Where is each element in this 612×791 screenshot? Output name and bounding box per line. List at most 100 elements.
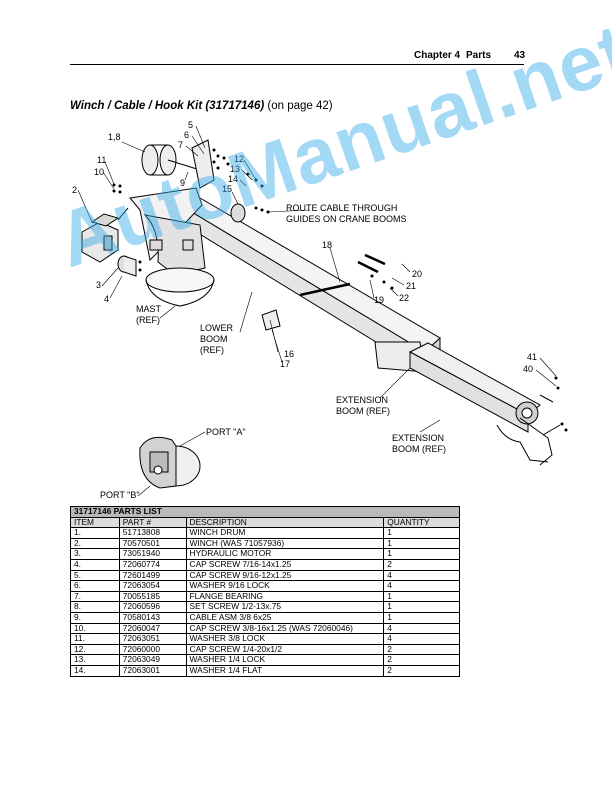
cell-description: WASHER 1/4 LOCK [185,654,385,666]
cell-part: 51713808 [118,527,187,539]
cell-item: 3. [70,548,120,560]
cell-part: 73051940 [118,548,187,560]
cell-quantity: 2 [383,654,460,666]
cell-quantity: 2 [383,664,460,677]
cell-item: 7. [70,590,120,603]
callout-16: 16 [284,349,294,359]
cell-description: WASHER 9/16 LOCK [185,580,385,592]
cell-item: 13. [70,654,120,666]
cell-part: 72060000 [118,643,187,656]
kit-page-ref: (on page 42) [267,100,333,112]
cell-part: 70570501 [118,537,187,550]
cell-part: 70055185 [118,590,187,603]
label-extension-boom-1-line2: BOOM (REF) [336,406,390,416]
label-extension-boom-1-line1: EXTENSION [336,395,388,405]
callout-19: 19 [374,295,384,305]
cell-item: 11. [70,633,120,645]
cell-part: 72060596 [118,601,187,613]
cell-quantity: 1 [383,590,460,603]
cell-description: SET SCREW 1/2-13x.75 [185,601,385,613]
kit-title: Winch / Cable / Hook Kit (31717146) (on … [70,100,333,112]
cell-description: WASHER 3/8 LOCK [185,633,385,645]
cell-quantity: 1 [383,537,460,550]
cell-part: 72601499 [118,569,187,582]
cell-item: 1. [70,527,120,539]
cell-description: HYDRAULIC MOTOR [185,548,385,560]
cell-item: 10. [70,622,120,635]
motor-ports-inset-drawing [139,436,201,489]
callout-40: 40 [523,364,533,374]
sheave-drawing [230,203,246,223]
page-number: 43 [514,50,526,61]
parts-list-table: 31717146 PARTS LIST ITEM PART # DESCRIPT… [70,506,460,677]
cell-part: 72063054 [118,580,187,592]
cell-description: CAP SCREW 7/16-14x1.25 [185,558,385,571]
cell-part: 72060047 [118,622,187,635]
cell-quantity: 1 [383,527,460,539]
cell-part: 72060774 [118,558,187,571]
callout-11: 11 [97,155,106,165]
cell-description: CABLE ASM 3/8 6x25 [185,611,385,624]
label-extension-boom-2-line2: BOOM (REF) [392,444,446,454]
callout-15: 15 [222,184,232,194]
cell-part: 72063001 [118,664,187,677]
parts-list-title: 31717146 PARTS LIST [70,506,460,518]
parts-list-header-row: ITEM PART # DESCRIPTION QUANTITY [70,516,460,529]
cell-description: CAP SCREW 3/8-16x1.25 (WAS 72060046) [185,622,385,635]
cell-quantity: 4 [383,633,460,645]
cell-item: 12. [70,643,120,656]
callout-20: 20 [412,269,422,279]
cell-description: FLANGE BEARING [185,590,385,603]
callout-7: 7 [178,140,183,150]
exploded-parts-diagram: 1,8 2 3 4 5 6 7 9 10 11 12 13 14 15 16 1… [72,120,568,500]
winch-drum-drawing [141,144,201,176]
section-label: Parts [466,50,492,61]
label-port-a: PORT "A" [206,427,246,437]
mast-drawing [129,187,215,307]
header-rule [70,64,524,65]
label-route-line1: ROUTE CABLE THROUGH [286,203,397,213]
cell-description: CAP SCREW 9/16-12x1.25 [185,569,385,582]
cell-item: 9. [70,611,120,624]
cell-quantity: 4 [383,622,460,635]
label-mast-line1: MAST [136,304,162,314]
callout-41: 41 [527,352,537,362]
col-header-quantity: QUANTITY [383,516,460,529]
cell-quantity: 2 [383,643,460,656]
cell-quantity: 1 [383,611,460,624]
cell-item: 8. [70,601,120,613]
page-header: Chapter 4 Parts 43 [0,48,612,64]
cell-item: 5. [70,569,120,582]
cell-quantity: 4 [383,569,460,582]
coupling-drawing [117,255,137,277]
cell-description: CAP SCREW 1/4-20x1/2 [185,643,385,656]
cell-item: 6. [70,580,120,592]
callout-2: 2 [72,185,77,195]
cell-description: WASHER 1/4 FLAT [185,664,385,677]
callout-18: 18 [322,240,332,250]
winch-motor-drawing [81,207,129,263]
label-port-b: PORT "B" [100,490,140,500]
chapter-label: Chapter 4 [414,50,461,61]
cell-item: 14. [70,664,120,677]
callout-6: 6 [184,130,189,140]
label-lower-boom-line1: LOWER [200,323,234,333]
callout-13: 13 [230,164,240,174]
kit-title-text: Winch / Cable / Hook Kit (31717146) [70,100,265,112]
col-header-description: DESCRIPTION [185,516,385,529]
callout-14: 14 [228,174,238,184]
cell-item: 4. [70,558,120,571]
label-extension-boom-2-line1: EXTENSION [392,433,444,443]
